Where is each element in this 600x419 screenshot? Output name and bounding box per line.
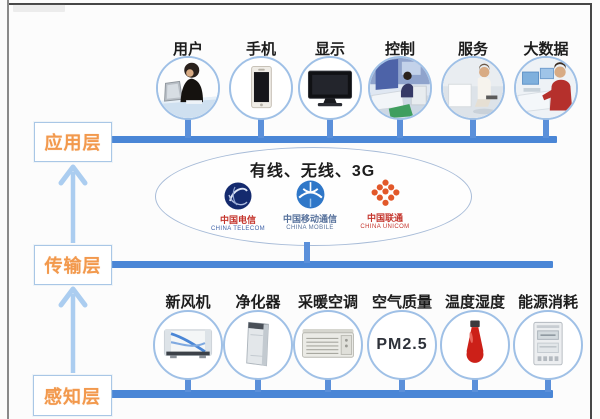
frame-top-border: [9, 3, 592, 5]
phone-node-circle: [229, 56, 293, 120]
thermometer-node-circle: [440, 310, 510, 380]
air-purifier-icon: [246, 321, 269, 367]
perception-node-label: 净化器: [235, 294, 281, 311]
carrier-name: 中国移动通信: [282, 214, 337, 224]
node-connector: [545, 377, 551, 392]
frame-left-border: [7, 0, 9, 419]
control-room-icon: [370, 58, 430, 118]
network-title: 有线、无线、3G: [249, 163, 376, 180]
hvac-unit-icon: [302, 328, 354, 358]
china-unicom-logo-icon: [371, 179, 399, 206]
app-node-label: 用户: [172, 41, 203, 58]
perception-node-label: 温度湿度: [444, 294, 505, 311]
application-layer-label: 应用层: [44, 133, 102, 153]
transmission-layer-label: 传输层: [44, 256, 102, 276]
carrier-name: 中国联通: [366, 213, 403, 223]
purifier-node-circle: [223, 310, 293, 380]
node-connector: [470, 118, 476, 138]
service-node-circle: [441, 56, 505, 120]
app-node-label: 控制: [384, 41, 415, 58]
china-telecom-logo-icon: [224, 182, 252, 210]
carrier-en: CHINA MOBILE: [286, 225, 334, 231]
app-node-label: 手机: [245, 41, 276, 58]
air-quality-node-circle: PM2.5: [367, 310, 437, 380]
energy-meter-icon: [533, 321, 563, 366]
pm25-value: PM2.5: [376, 336, 428, 353]
carrier-china-mobile: 中国移动通信 CHINA MOBILE: [270, 179, 350, 231]
perception-node-label: 新风机: [165, 294, 211, 311]
carrier-name: 中国电信: [219, 215, 256, 225]
perception-node-label: 能源消耗: [517, 294, 578, 311]
carrier-china-unicom: 中国联通 CHINA UNICOM: [345, 178, 425, 230]
node-connector: [399, 377, 405, 392]
application-layer-box: 应用层: [34, 122, 112, 162]
node-connector: [325, 377, 331, 392]
energy-meter-node-circle: [513, 310, 583, 380]
application-bus-line: [110, 136, 557, 143]
transmission-layer-box: 传输层: [34, 245, 112, 285]
arrow-up-icon: [58, 286, 88, 373]
china-mobile-logo-icon: [296, 180, 324, 209]
hvac-node-circle: [293, 310, 363, 380]
smartphone-icon: [251, 65, 272, 109]
fresh-air-node-circle: [153, 310, 223, 380]
app-node-label: 大数据: [523, 41, 569, 58]
carrier-china-telecom: 中国电信 CHINA TELECOM: [198, 181, 278, 232]
watermark: [13, 4, 65, 12]
display-node-circle: [298, 56, 362, 120]
network-connector: [304, 242, 310, 263]
perception-layer-box: 感知层: [33, 375, 112, 416]
fresh-air-unit-icon: [163, 329, 213, 359]
control-node-circle: [368, 56, 432, 120]
frame-right-border: [590, 3, 592, 419]
node-connector: [258, 118, 264, 138]
node-connector: [185, 377, 191, 392]
service-icon: [443, 58, 503, 118]
thermometer-icon: [466, 320, 484, 363]
app-node-label: 显示: [314, 41, 345, 58]
user-node-circle: [156, 56, 220, 120]
perception-layer-label: 感知层: [44, 386, 101, 407]
app-node-label: 服务: [457, 41, 488, 58]
perception-node-label: 空气质量: [371, 294, 432, 311]
perception-bus-line: [110, 390, 553, 398]
node-connector: [472, 377, 478, 392]
big-data-node-circle: [514, 56, 578, 120]
transmission-bus-line: [110, 261, 553, 268]
node-connector: [543, 118, 549, 138]
node-connector: [327, 118, 333, 138]
perception-node-label: 采暖空调: [297, 294, 358, 311]
big-data-icon: [516, 58, 576, 118]
node-connector: [185, 118, 191, 138]
user-laptop-icon: [158, 58, 218, 118]
carrier-en: CHINA UNICOM: [360, 224, 410, 230]
node-connector: [397, 118, 403, 138]
display-icon: [307, 70, 353, 107]
arrow-up-icon: [58, 164, 88, 243]
carrier-en: CHINA TELECOM: [210, 226, 266, 232]
node-connector: [255, 377, 261, 392]
